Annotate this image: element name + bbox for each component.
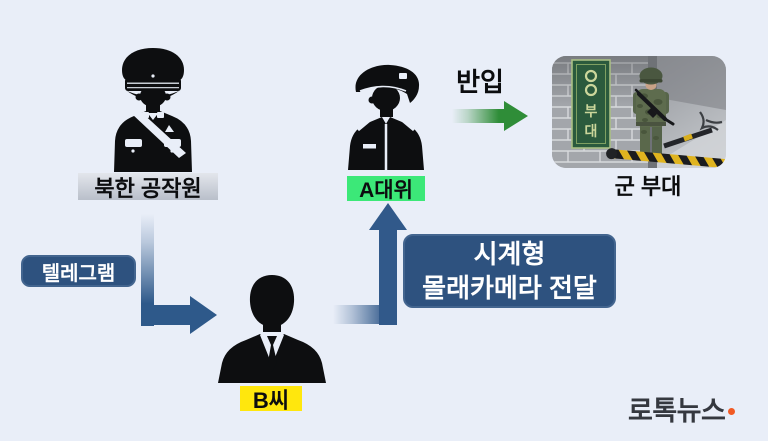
arrow-broker-to-captain-vertical-shaft xyxy=(379,229,397,325)
logo-text: 로톡뉴스 xyxy=(628,396,726,426)
delivery-note-line1: 시계형 xyxy=(473,239,546,269)
broker-label: B씨 xyxy=(240,386,302,413)
delivery-note-line2: 몰래카메라 전달 xyxy=(422,273,597,303)
agent-label: 북한 공작원 xyxy=(78,173,218,201)
arrow-agent-to-broker-vertical-shaft xyxy=(141,214,154,326)
carry-in-label: 반입 xyxy=(456,66,504,97)
military-base-photo: 부 대 xyxy=(552,56,726,168)
delivery-note-box: 시계형 몰래카메라 전달 xyxy=(403,234,616,308)
arrow-captain-to-base-shaft xyxy=(452,109,504,123)
lawtalk-news-logo: 로톡뉴스 xyxy=(628,389,736,428)
base-sign: 부 대 xyxy=(571,59,611,149)
soldier-rifle xyxy=(634,88,675,126)
sign-circle-1 xyxy=(584,69,598,83)
barrier-arm xyxy=(606,148,726,168)
broker-silhouette-icon xyxy=(218,275,326,383)
logo-dot xyxy=(728,408,736,415)
military-base-scene: 부 대 xyxy=(552,56,726,168)
sign-char-bu: 부 xyxy=(585,103,598,119)
guard-soldier xyxy=(633,67,675,156)
arrow-broker-to-captain-head xyxy=(369,203,407,230)
arrow-agent-to-broker-horizontal-shaft xyxy=(141,305,190,325)
captain-soldier-icon xyxy=(348,64,424,170)
base-label: 군 부대 xyxy=(614,174,682,199)
arrow-agent-to-broker-head xyxy=(190,296,217,334)
telegram-badge-text: 텔레그램 xyxy=(41,262,116,285)
sign-circle-2 xyxy=(584,83,598,97)
north-korean-agent-icon xyxy=(114,48,192,172)
branch-silhouette xyxy=(699,111,723,131)
telegram-badge: 텔레그램 xyxy=(21,255,136,287)
barrier-upper-arm-band xyxy=(683,133,693,142)
captain-label: A대위 xyxy=(347,176,425,202)
arrow-captain-to-base-head xyxy=(504,101,528,131)
sign-char-dae: 대 xyxy=(585,123,598,139)
